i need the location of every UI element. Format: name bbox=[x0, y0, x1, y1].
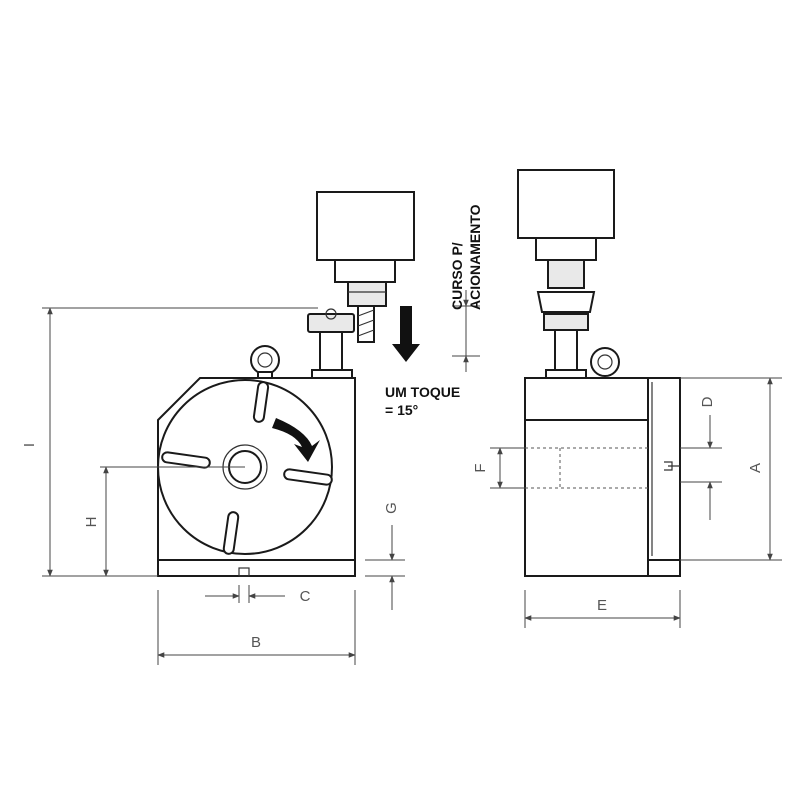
stroke-note-line2: ACIONAMENTO bbox=[467, 204, 483, 310]
tool-chuck-front bbox=[347, 281, 387, 307]
spindle-collar-side bbox=[535, 237, 597, 261]
t-slot-left bbox=[161, 451, 211, 469]
t-slot-right bbox=[283, 468, 333, 486]
trigger-lever bbox=[307, 313, 355, 333]
trigger-post-side bbox=[554, 329, 578, 373]
side-view: F D A E bbox=[472, 169, 782, 628]
tool-holder-side bbox=[536, 291, 596, 313]
dimension-a-label: A bbox=[747, 463, 764, 473]
dimension-c-label: C bbox=[300, 588, 311, 605]
t-slot-bottom bbox=[222, 511, 240, 555]
spindle-collar-front bbox=[334, 259, 396, 283]
lifting-eye-side bbox=[590, 347, 620, 377]
side-body bbox=[524, 377, 649, 577]
dimension-d-label: D bbox=[699, 396, 716, 407]
front-view: I H G C B bbox=[21, 191, 480, 665]
touch-note-line2: = 15° bbox=[385, 402, 418, 418]
tool-chuck-side bbox=[547, 259, 585, 289]
rotation-arrow bbox=[272, 418, 320, 462]
spindle-housing-side bbox=[517, 169, 615, 239]
actuation-arrow bbox=[392, 306, 420, 362]
trigger-base bbox=[311, 369, 353, 379]
side-faceplate bbox=[647, 377, 681, 561]
trigger-lever-side bbox=[543, 313, 589, 331]
trigger-post bbox=[319, 331, 343, 373]
spindle-housing-front bbox=[316, 191, 415, 261]
dimension-g-label: G bbox=[383, 502, 400, 514]
stroke-note-line1: CURSO P/ bbox=[449, 242, 465, 310]
dimension-i-label: I bbox=[21, 443, 38, 447]
lifting-eye-front bbox=[250, 345, 280, 375]
front-base bbox=[157, 559, 356, 577]
t-slot-top bbox=[252, 381, 270, 423]
dimension-e-label: E bbox=[597, 597, 607, 614]
dimension-h-label: H bbox=[83, 517, 100, 528]
dimension-b-label: B bbox=[251, 634, 261, 651]
touch-note-line1: UM TOQUE bbox=[385, 384, 460, 400]
dimension-f-label: F bbox=[472, 463, 489, 472]
